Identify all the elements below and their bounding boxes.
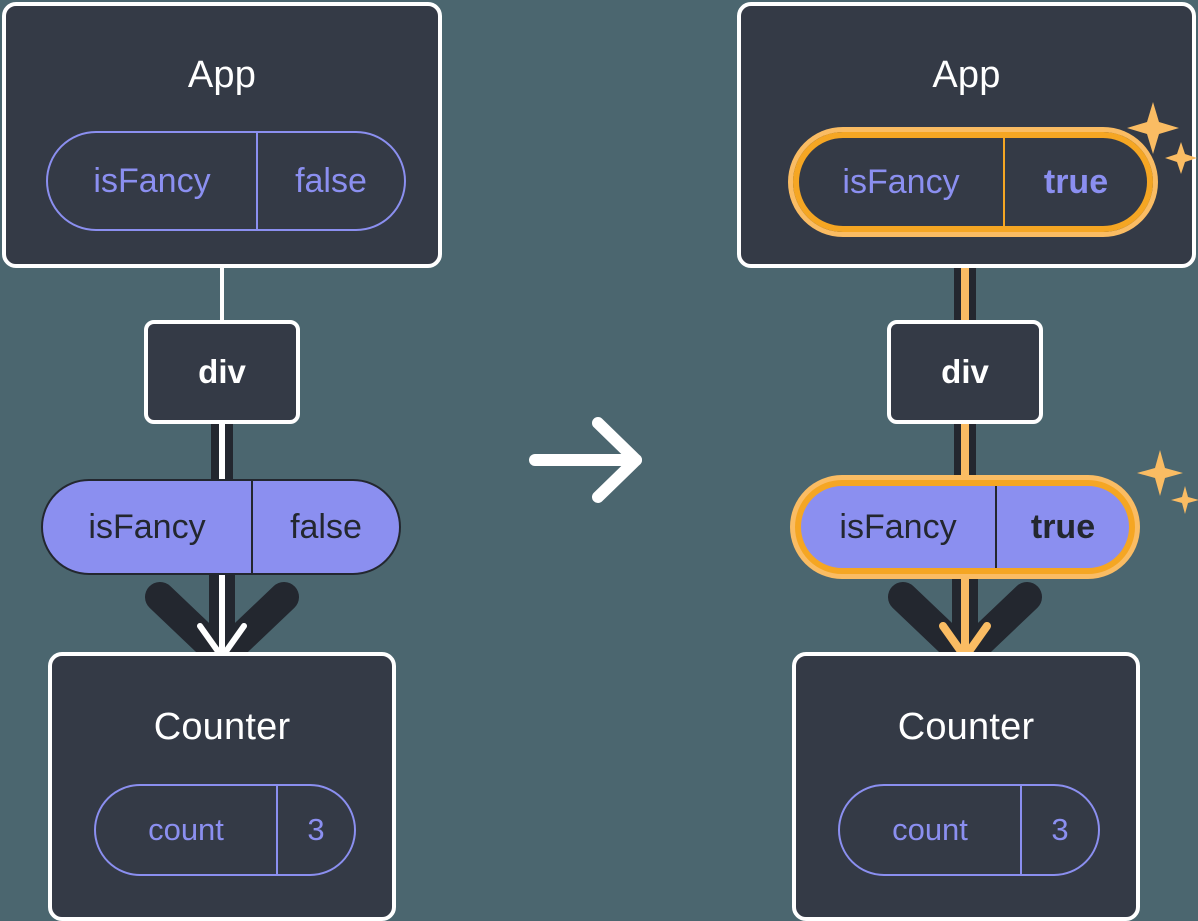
counter-box-after: Counter count 3: [792, 652, 1140, 921]
app-box-after: App isFancy true: [737, 2, 1196, 268]
app-title-after: App: [932, 54, 1001, 96]
app-state-pill-before: isFancy false: [46, 131, 406, 231]
counter-box-before: Counter count 3: [48, 652, 396, 921]
pill-key: count: [148, 812, 224, 847]
props-pill-before: isFancy false: [41, 479, 401, 575]
div-label: div: [198, 353, 246, 390]
counter-state-pill-before: count 3: [94, 784, 356, 876]
pill-value: true: [1003, 138, 1147, 226]
pill-value: 3: [276, 786, 354, 874]
pill-key: count: [892, 812, 968, 847]
div-label: div: [941, 353, 989, 390]
pill-value: false: [251, 481, 399, 573]
div-box-before: div: [144, 320, 300, 424]
counter-title-before: Counter: [153, 706, 291, 748]
pill-key: isFancy: [842, 162, 960, 201]
props-pill-after: isFancy true: [795, 480, 1135, 574]
pill-value: false: [256, 133, 404, 229]
app-box-before: App isFancy false: [2, 2, 442, 268]
counter-state-pill-after: count 3: [838, 784, 1100, 876]
app-title-before: App: [187, 54, 257, 96]
app-state-pill-after: isFancy true: [793, 132, 1153, 232]
counter-title-after: Counter: [897, 706, 1035, 748]
pill-key: isFancy: [839, 507, 957, 546]
div-box-after: div: [887, 320, 1043, 424]
pill-value: 3: [1020, 786, 1098, 874]
pill-key: isFancy: [88, 507, 206, 546]
pill-value: true: [995, 486, 1129, 568]
pill-key: isFancy: [93, 161, 211, 200]
